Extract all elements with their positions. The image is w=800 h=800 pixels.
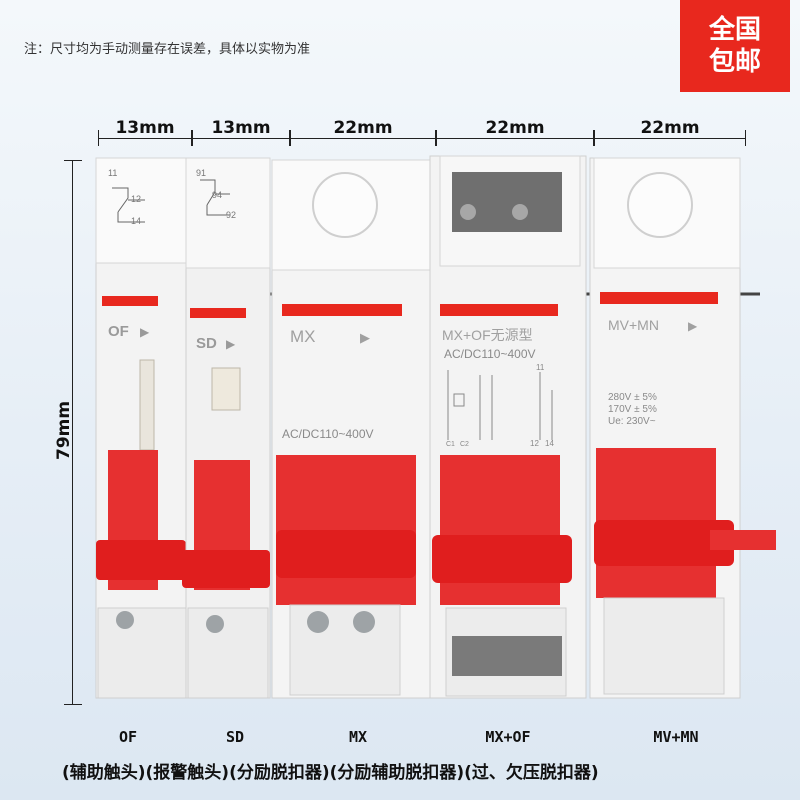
handle-toggle — [594, 520, 734, 566]
terminal-14: 14 — [131, 216, 141, 226]
test-hole-icon — [627, 172, 693, 238]
handle-toggle — [96, 540, 186, 580]
face-label-mxof: MX+OF无源型 — [442, 327, 533, 343]
name-of: OF — [118, 728, 138, 746]
name-mvmn: MV+MN — [653, 728, 699, 746]
red-stripe — [102, 296, 158, 306]
badge-line-1: 全国 — [708, 15, 761, 45]
test-hole-icon — [312, 172, 378, 238]
height-dimension: 79mm — [54, 160, 84, 705]
terminal-c2: C2 — [460, 441, 469, 448]
free-shipping-badge: 全国 包邮 — [680, 0, 790, 92]
bottom-terminal — [97, 607, 189, 699]
width-dim-of: 13mm — [98, 118, 192, 148]
face-label-of: OF — [108, 323, 129, 340]
face-label-mx: MX — [290, 327, 316, 346]
terminal-14: 14 — [545, 439, 554, 448]
spec-170v: 170V ± 5% — [608, 404, 657, 415]
width-label: 13mm — [115, 118, 175, 138]
contact-schematic-icon — [112, 187, 145, 223]
terminal-12: 12 — [131, 194, 141, 204]
width-dim-mxof: 22mm — [436, 118, 594, 148]
arrow-icon: ▶ — [360, 330, 370, 345]
bottom-terminal — [187, 607, 269, 699]
screw-icon — [460, 204, 476, 220]
module-sd: 91 94 92 SD ▶ — [182, 157, 271, 699]
face-label-mvmn: MV+MN — [608, 317, 659, 333]
terminal-12: 12 — [530, 439, 539, 448]
name-mxof: MX+OF — [485, 728, 531, 746]
screw-icon — [206, 615, 224, 633]
bottom-terminal — [289, 604, 401, 696]
rating-text: AC/DC110~400V — [444, 347, 536, 361]
module-names: OF SD MX MX+OF MV+MN — [0, 728, 800, 748]
width-label: 13mm — [211, 118, 271, 138]
indicator-window — [139, 359, 155, 451]
arrow-icon: ▶ — [140, 325, 150, 339]
circuit-schematic-icon — [447, 370, 553, 440]
terminal-94: 94 — [212, 190, 222, 200]
measurement-note: 注：尺寸均为手动测量存在误差，具体以实物为准 — [24, 42, 311, 57]
rating-text: AC/DC110~400V — [282, 427, 374, 441]
top-panel — [95, 157, 193, 264]
terminal-cavity — [452, 172, 562, 232]
screw-icon — [512, 204, 528, 220]
spec-280v: 280V ± 5% — [608, 392, 657, 403]
module-mxof: MX+OF无源型 AC/DC110~400V 11 C1 C2 12 14 — [429, 155, 587, 699]
handle-toggle — [432, 535, 572, 583]
handle-toggle — [276, 530, 416, 578]
module-of: 11 12 14 OF ▶ — [95, 157, 193, 699]
width-label: 22mm — [333, 118, 393, 138]
handle-toggle — [182, 550, 270, 588]
red-stripe — [600, 292, 718, 304]
name-mx: MX — [348, 728, 368, 746]
bottom-terminal — [603, 597, 725, 695]
terminal-11: 11 — [536, 363, 545, 372]
indicator-window — [211, 367, 241, 411]
red-stripe — [440, 304, 558, 316]
screw-icon — [353, 611, 375, 633]
module-mvmn: MV+MN ▶ 280V ± 5% 170V ± 5% Ue: 230V~ — [589, 157, 776, 699]
top-panel — [185, 157, 271, 269]
contact-schematic-icon — [200, 179, 230, 216]
arrow-icon: ▶ — [226, 337, 236, 351]
module-mx: MX ▶ AC/DC110~400V — [271, 159, 431, 699]
terminal-92: 92 — [226, 210, 236, 220]
terminal-cavity — [452, 636, 562, 676]
width-dim-sd: 13mm — [192, 118, 290, 148]
width-label: 22mm — [485, 118, 545, 138]
width-dimensions: 13mm 13mm 22mm 22mm 22mm — [0, 118, 800, 148]
handle-tie-bar — [710, 530, 776, 550]
red-stripe — [282, 304, 402, 316]
face-label-sd: SD — [196, 335, 217, 352]
terminal-91: 91 — [196, 168, 206, 178]
spec-ue: Ue: 230V~ — [608, 416, 656, 427]
module-descriptions: (辅助触头)(报警触头)(分励脱扣器)(分励辅助脱扣器)(过、欠压脱扣器) — [62, 763, 599, 783]
name-sd: SD — [225, 728, 245, 746]
red-stripe — [190, 308, 246, 318]
width-dim-mvmn: 22mm — [594, 118, 746, 148]
width-dim-mx: 22mm — [290, 118, 436, 148]
screw-icon — [307, 611, 329, 633]
screw-icon — [116, 611, 134, 629]
terminal-11: 11 — [108, 168, 117, 178]
arrow-icon: ▶ — [688, 319, 698, 333]
breaker-accessories-photo: 11 12 14 OF ▶ 91 94 92 SD ▶ MX — [95, 155, 776, 699]
width-label: 22mm — [640, 118, 700, 138]
terminal-c1: C1 — [446, 441, 455, 448]
badge-line-2: 包邮 — [708, 47, 761, 77]
